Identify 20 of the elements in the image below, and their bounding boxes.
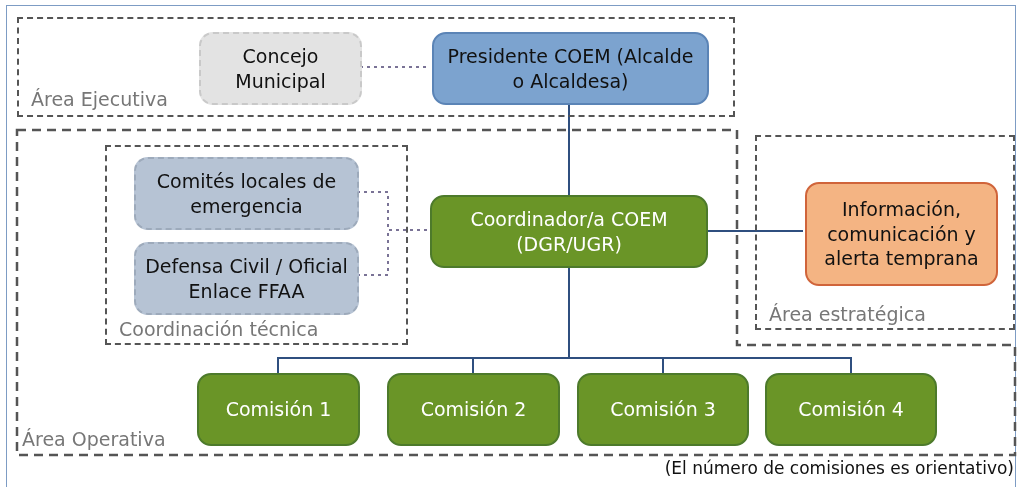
process-box: Coordinador/a COEM (DGR/UGR) bbox=[430, 195, 708, 268]
process-box: Comisión 4 bbox=[765, 373, 937, 446]
area-label: Coordinación técnica bbox=[119, 318, 319, 341]
process-box: Comisión 1 bbox=[197, 373, 360, 446]
dashed-area bbox=[17, 17, 735, 117]
dashed-area bbox=[105, 145, 408, 345]
committee-box: Comités locales de emergencia bbox=[134, 157, 359, 230]
committee-box: Defensa Civil / Oficial Enlace FFAA bbox=[134, 242, 359, 315]
caption: (El número de comisiones es orientativo) bbox=[664, 458, 1014, 478]
president-box: Presidente COEM (Alcalde o Alcaldesa) bbox=[432, 32, 709, 105]
area-label: Área estratégica bbox=[769, 303, 926, 326]
dashed-area bbox=[755, 135, 1015, 330]
information-box: Información, comunicación y alerta temprana bbox=[805, 182, 998, 286]
process-box: Comisión 3 bbox=[577, 373, 749, 446]
council-box: Concejo Municipal bbox=[199, 32, 362, 105]
connector-line bbox=[707, 230, 804, 232]
area-label: Área Ejecutiva bbox=[31, 88, 168, 111]
process-box: Comisión 2 bbox=[387, 373, 560, 446]
area-label: Área Operativa bbox=[22, 428, 166, 451]
connector-line bbox=[568, 102, 570, 196]
